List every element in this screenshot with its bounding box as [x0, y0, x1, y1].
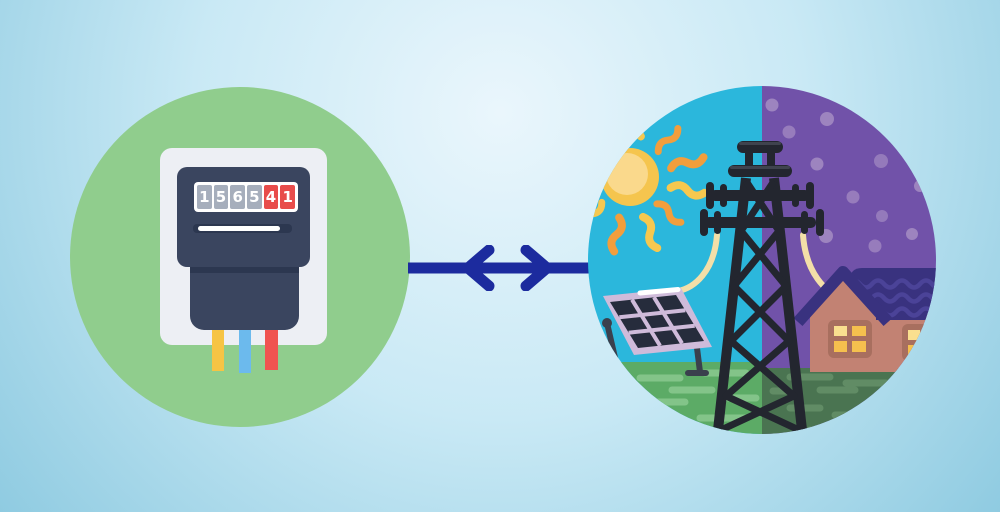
panel-glare [637, 287, 681, 296]
house-gable-roof [793, 266, 893, 327]
electric-meter-icon: 1 5 6 5 4 1 [177, 167, 310, 267]
meter-digit: 6 [230, 185, 246, 209]
meter-body-joint [190, 267, 299, 273]
arrow-left-head [462, 245, 495, 291]
meter-digit: 5 [213, 185, 229, 209]
meter-body [190, 255, 299, 330]
meter-wire-yellow [212, 328, 224, 371]
house-window [828, 320, 872, 358]
grass [588, 362, 936, 434]
power-line-left [675, 232, 720, 294]
meter-digit: 1 [280, 185, 296, 209]
bidirectional-arrow-icon [408, 245, 590, 291]
arrow-right-head [520, 245, 553, 291]
solar-panel-icon [602, 287, 712, 376]
meter-circle: 1 5 6 5 4 1 [70, 87, 410, 427]
tower-lower-arm [700, 209, 824, 236]
transmission-tower-icon [700, 141, 824, 434]
meter-display: 1 5 6 5 4 1 [194, 182, 298, 212]
panel-cells [610, 295, 704, 348]
sun-core [606, 153, 648, 195]
grid-scene-circle [588, 86, 936, 434]
meter-digit: 4 [263, 185, 279, 209]
panel-grid [619, 296, 695, 347]
meter-slot [193, 224, 292, 233]
meter-digit: 1 [197, 185, 212, 209]
tower-upper-arm [706, 182, 814, 209]
meter-digit: 5 [247, 185, 262, 209]
meter-wire-blue [239, 328, 251, 373]
house-window [902, 324, 936, 361]
meter-slot-bar [198, 226, 280, 231]
meter-wire-red [265, 327, 278, 370]
